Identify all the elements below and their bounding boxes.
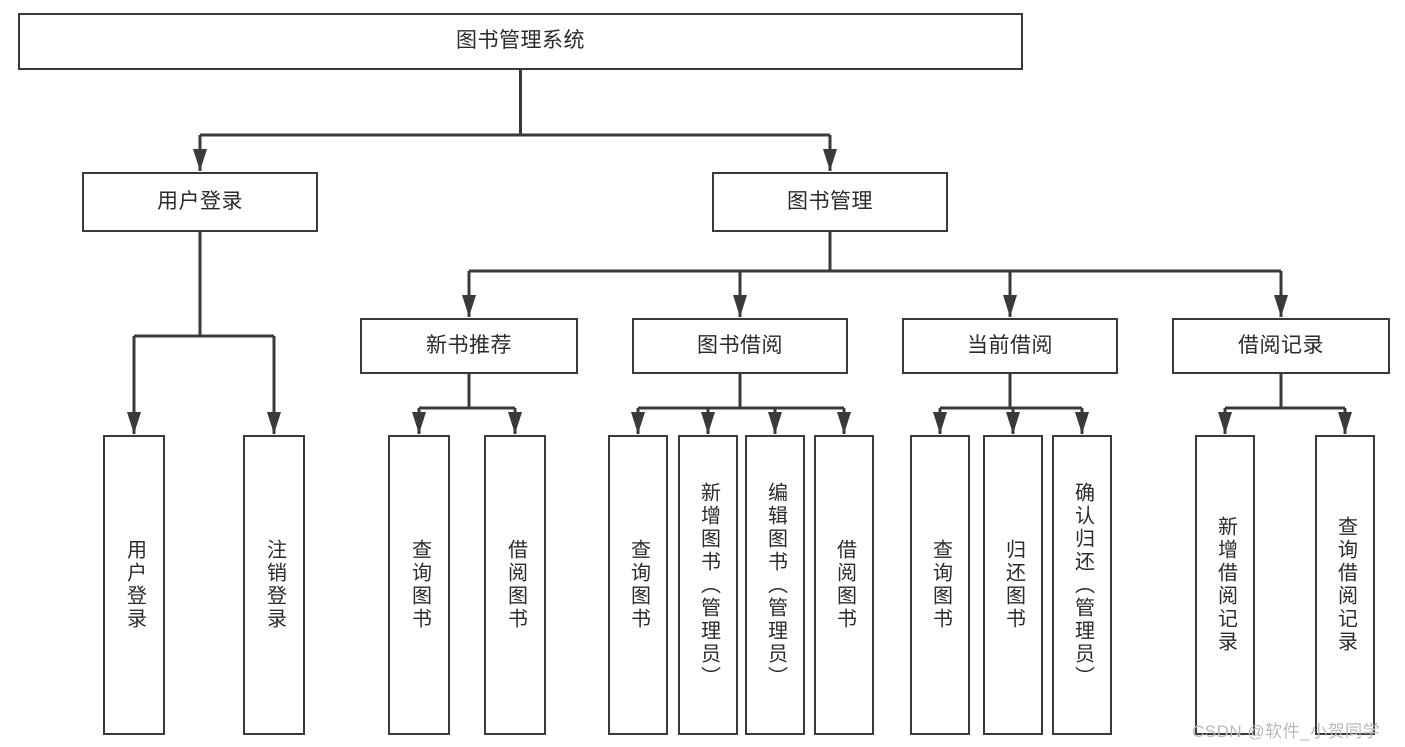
node-records-2[interactable]: 查询借阅记录 xyxy=(1315,435,1375,735)
node-label: 查询图书 xyxy=(408,539,431,631)
node-label: 查询图书 xyxy=(627,539,650,631)
arrowhead xyxy=(768,412,782,434)
arrowhead xyxy=(462,295,476,317)
node-label: 图书管理 xyxy=(787,189,873,213)
node-borrow-2[interactable]: 新增图书（管理员） xyxy=(678,435,738,735)
node-newbook-1[interactable]: 查询图书 xyxy=(388,435,450,735)
node-login-1[interactable]: 用户登录 xyxy=(103,435,165,735)
node-bookmgmt[interactable]: 图书管理 xyxy=(712,172,948,232)
node-current-2[interactable]: 归还图书 xyxy=(983,435,1043,735)
arrowhead xyxy=(267,412,281,434)
node-label: 用户登录 xyxy=(123,539,146,631)
node-current-1[interactable]: 查询图书 xyxy=(910,435,970,735)
node-borrow-3[interactable]: 编辑图书（管理员） xyxy=(745,435,805,735)
node-current[interactable]: 当前借阅 xyxy=(902,318,1118,374)
node-current-3[interactable]: 确认归还（管理员） xyxy=(1052,435,1112,735)
arrowhead xyxy=(193,149,207,171)
node-label: 新增图书（管理员） xyxy=(697,481,720,689)
node-label: 当前借阅 xyxy=(967,333,1053,357)
node-login[interactable]: 用户登录 xyxy=(82,172,318,232)
node-label: 查询借阅记录 xyxy=(1334,516,1357,654)
arrowhead xyxy=(1218,412,1232,434)
node-label: 新增借阅记录 xyxy=(1214,516,1237,654)
arrowhead xyxy=(508,412,522,434)
node-label: 借阅记录 xyxy=(1238,333,1324,357)
node-label: 图书管理系统 xyxy=(456,29,585,53)
node-label: 确认归还（管理员） xyxy=(1071,481,1094,689)
arrowhead xyxy=(701,412,715,434)
node-login-2[interactable]: 注销登录 xyxy=(243,435,305,735)
node-newbook[interactable]: 新书推荐 xyxy=(360,318,578,374)
arrowhead xyxy=(1075,412,1089,434)
node-records-1[interactable]: 新增借阅记录 xyxy=(1195,435,1255,735)
node-records[interactable]: 借阅记录 xyxy=(1172,318,1390,374)
node-root[interactable]: 图书管理系统 xyxy=(18,13,1023,70)
arrowhead xyxy=(412,412,426,434)
node-label: 归还图书 xyxy=(1002,539,1025,631)
arrowhead xyxy=(631,412,645,434)
arrowhead xyxy=(1006,412,1020,434)
arrowhead xyxy=(127,412,141,434)
arrowhead xyxy=(1338,412,1352,434)
node-label: 借阅图书 xyxy=(833,539,856,631)
node-label: 编辑图书（管理员） xyxy=(764,481,787,689)
node-label: 图书借阅 xyxy=(697,333,783,357)
arrowhead xyxy=(1274,295,1288,317)
node-borrow-1[interactable]: 查询图书 xyxy=(608,435,668,735)
node-label: 用户登录 xyxy=(157,189,243,213)
node-label: 注销登录 xyxy=(263,539,286,631)
node-newbook-2[interactable]: 借阅图书 xyxy=(484,435,546,735)
node-label: 查询图书 xyxy=(929,539,952,631)
node-borrow[interactable]: 图书借阅 xyxy=(632,318,848,374)
arrowhead xyxy=(933,412,947,434)
arrowhead xyxy=(733,295,747,317)
node-label: 借阅图书 xyxy=(504,539,527,631)
node-label: 新书推荐 xyxy=(426,333,512,357)
arrowhead xyxy=(823,149,837,171)
arrowhead xyxy=(1003,295,1017,317)
node-borrow-4[interactable]: 借阅图书 xyxy=(814,435,874,735)
arrowhead xyxy=(837,412,851,434)
